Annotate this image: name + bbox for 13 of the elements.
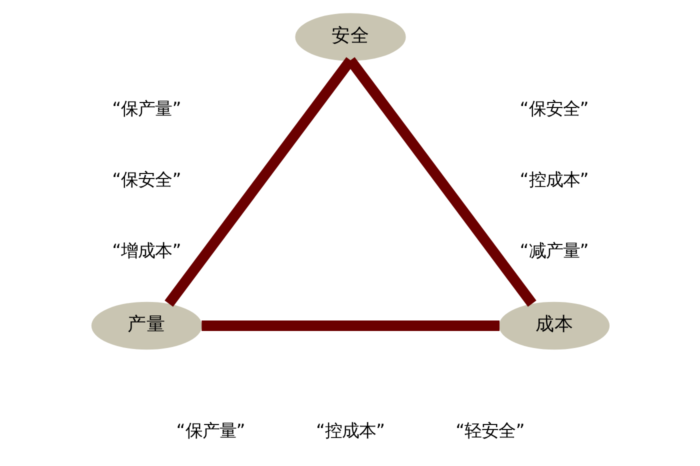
- label: “控成本”: [519, 170, 588, 190]
- node-ellipse: 安全: [294, 12, 406, 60]
- node-ellipse: 成本: [498, 301, 610, 350]
- label: “轻安全”: [455, 420, 524, 441]
- label: “保产量”: [112, 98, 181, 119]
- label: “保安全”: [112, 170, 181, 190]
- label: “增成本”: [112, 240, 181, 261]
- label: “控成本”: [315, 420, 385, 441]
- label: “保安全”: [519, 98, 588, 119]
- node-ellipse: 产量: [90, 301, 202, 350]
- label: “保产量”: [176, 420, 245, 441]
- connector: [201, 320, 500, 330]
- label: “减产量”: [519, 240, 588, 261]
